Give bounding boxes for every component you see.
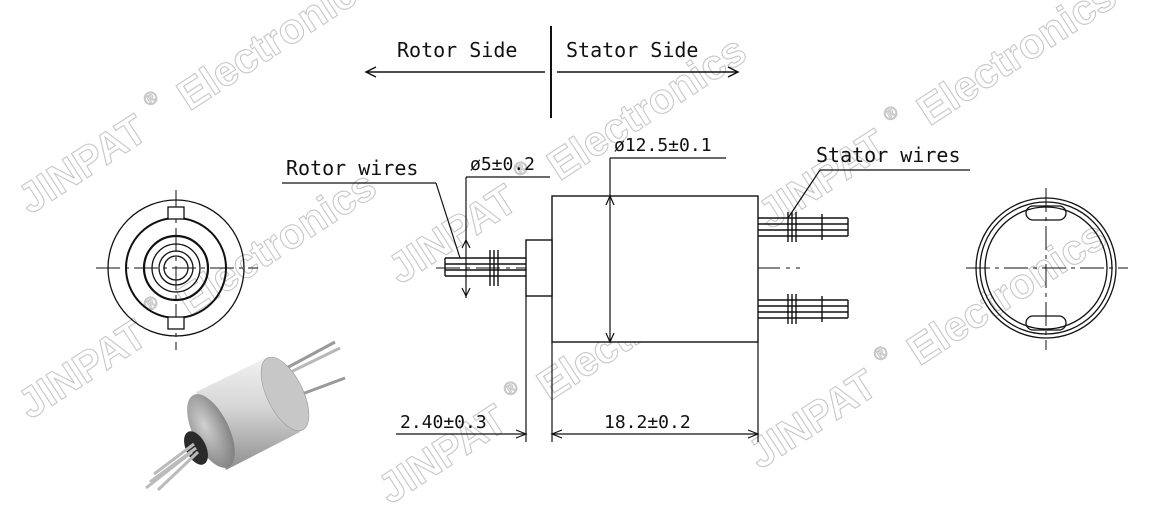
stator-wires-label: Stator wires xyxy=(816,143,961,167)
dimension-lines xyxy=(282,157,970,442)
slip-ring-render xyxy=(145,340,346,492)
watermark-registered: ® xyxy=(870,341,892,365)
watermark-brand: JINPAT xyxy=(9,310,155,428)
watermark-word: Electronics xyxy=(169,0,385,119)
watermark-6: JINPAT ® Electronics xyxy=(739,211,1115,478)
render-rotor-wires xyxy=(145,442,200,492)
stator-end-view xyxy=(966,188,1128,350)
watermark-registered: ® xyxy=(140,86,162,110)
body-diameter-label: ø12.5±0.1 xyxy=(614,135,712,156)
watermark-word: Electronics xyxy=(909,0,1125,134)
shaft-diameter-label: ø5±0.2 xyxy=(470,154,535,175)
body-length-label: 18.2±0.2 xyxy=(604,412,691,433)
watermark-brand: JINPAT xyxy=(9,105,155,223)
watermark-word: Electronics xyxy=(169,161,385,324)
watermark-registered: ® xyxy=(500,376,522,400)
side-indicator xyxy=(364,26,740,118)
watermark-word: Electronics xyxy=(899,211,1115,374)
shaft-length-label: 2.40±0.3 xyxy=(400,412,487,433)
watermark-brand: JINPAT xyxy=(739,360,885,478)
rotor-side-label: Rotor Side xyxy=(397,38,517,62)
stator-side-label: Stator Side xyxy=(566,38,698,62)
watermark-registered: ® xyxy=(880,101,902,125)
rotor-end-view xyxy=(96,190,258,350)
rotor-wires-label: Rotor wires xyxy=(286,156,418,180)
side-view xyxy=(436,195,849,343)
